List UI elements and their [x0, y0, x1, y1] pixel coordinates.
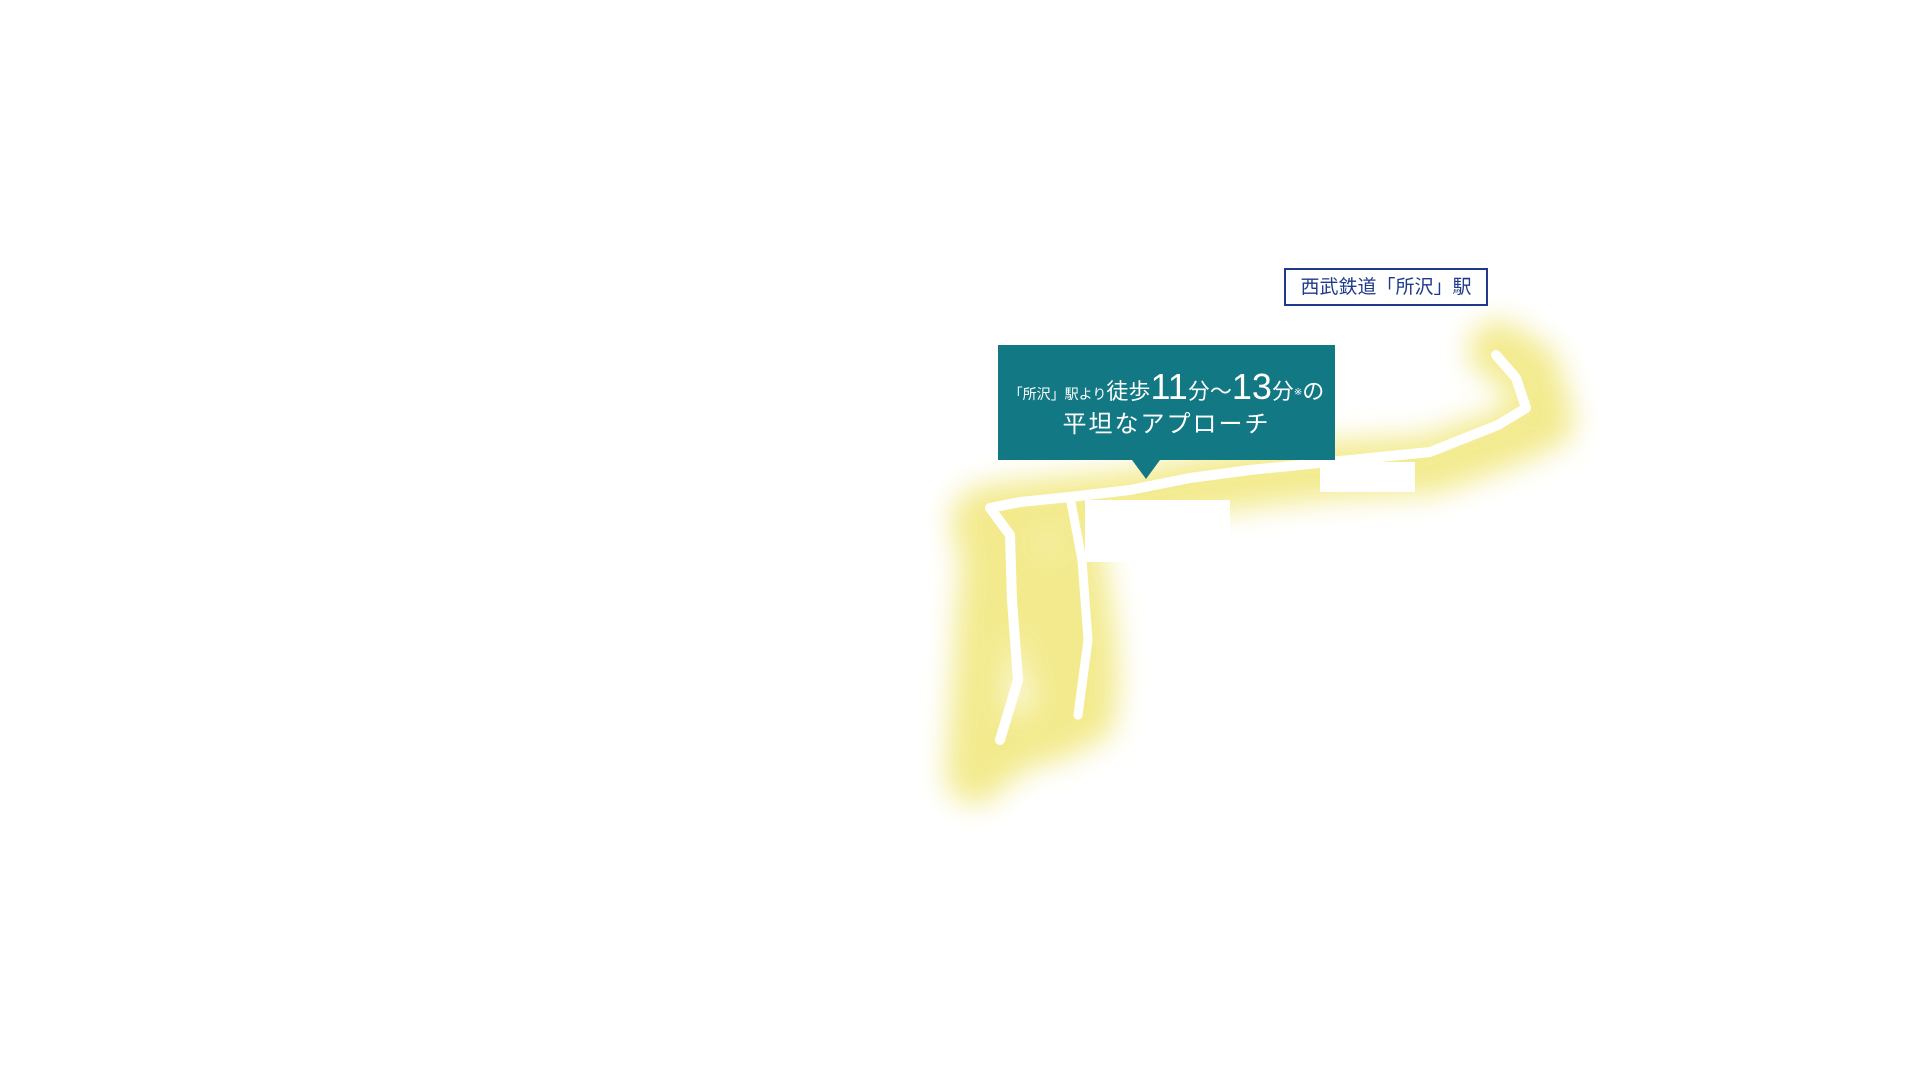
- walk-label: 徒歩: [1106, 380, 1151, 405]
- walk-minutes-to: 13: [1231, 366, 1272, 407]
- minutes-unit-1: 分: [1187, 380, 1210, 405]
- approach-text: 平坦なアプローチ: [1062, 410, 1271, 438]
- walk-time-line: 「所沢」駅より徒歩11分〜13分※の: [998, 367, 1335, 407]
- minutes-unit-2: 分: [1271, 380, 1294, 405]
- tilde: 〜: [1209, 380, 1232, 405]
- station-label: 西武鉄道「所沢」駅: [1284, 268, 1488, 306]
- particle: の: [1302, 380, 1325, 405]
- station-prefix: 「所沢」駅より: [1008, 387, 1107, 403]
- station-name: 西武鉄道「所沢」駅: [1300, 276, 1472, 298]
- walking-route: [985, 350, 1531, 745]
- access-callout: 「所沢」駅より徒歩11分〜13分※の 平坦なアプローチ: [998, 345, 1335, 479]
- note-mark: ※: [1293, 387, 1303, 398]
- walk-minutes-from: 11: [1150, 366, 1188, 407]
